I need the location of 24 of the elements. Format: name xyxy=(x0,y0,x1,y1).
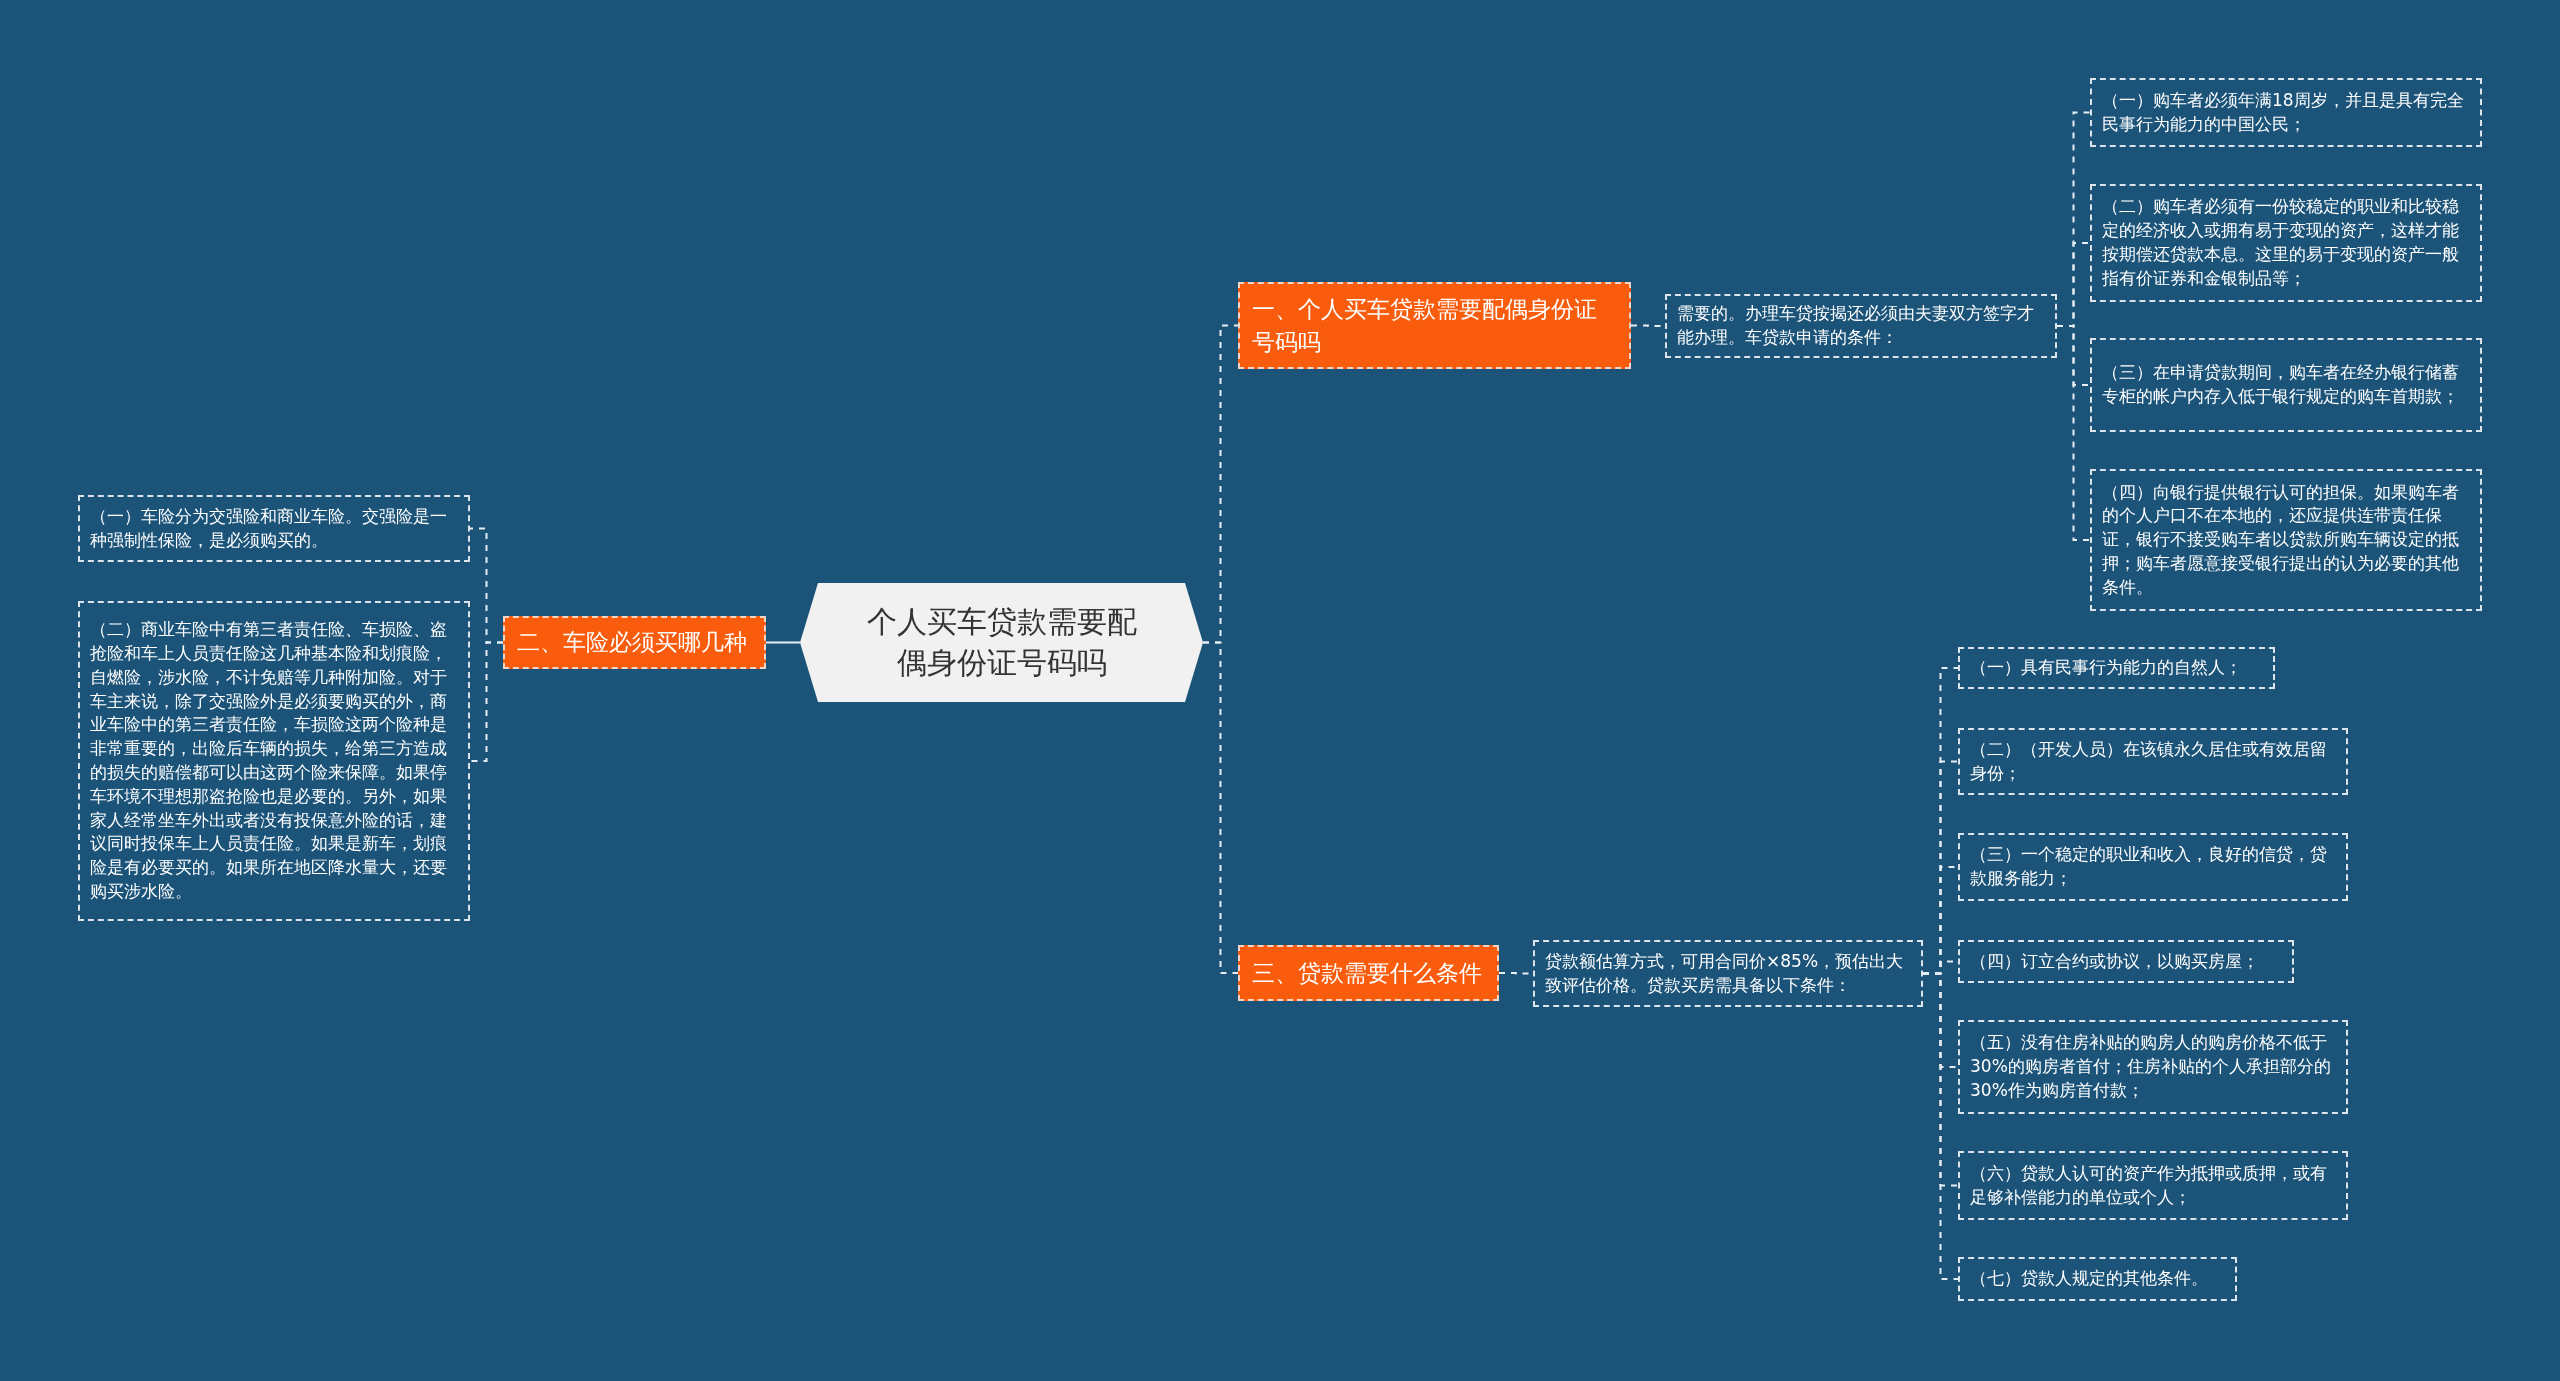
note-box: （二）（开发人员）在该镇永久居住或有效居留身份； xyxy=(1958,728,2348,795)
topic-hexagon: 个人买车贷款需要配偶身份证号码吗 xyxy=(800,583,1203,702)
note-box: 需要的。办理车贷按揭还必须由夫妻双方签字才能办理。车贷款申请的条件： xyxy=(1665,294,2057,358)
connector-line xyxy=(2056,325,2091,541)
note-box: （三）在申请贷款期间，购车者在经办银行储蓄专柜的帐户内存入低于银行规定的购车首期款； xyxy=(2090,338,2482,432)
note-box: （四）向银行提供银行认可的担保。如果购车者的个人户口不在本地的，还应提供连带责任保证，银行不接受购车者以贷款所购车辆设定的抵押；购车者愿意接受银行提出的认为必要的其他条件。 xyxy=(2090,469,2482,611)
note-box: （一）购车者必须年满18周岁，并且是具有完全民事行为能力的中国公民； xyxy=(2090,78,2482,147)
connector-line xyxy=(765,641,801,644)
branch-box: 三、贷款需要什么条件 xyxy=(1238,945,1499,1001)
note-box: （一）车险分为交强险和商业车险。交强险是一种强制性保险，是必须购买的。 xyxy=(78,495,470,562)
note-box: 贷款额估算方式，可用合同价×85%，预估出大致评估价格。贷款买房需具备以下条件： xyxy=(1533,940,1923,1007)
connector-line xyxy=(1202,641,1239,974)
note-box: （三）一个稳定的职业和收入，良好的信贷，贷款服务能力； xyxy=(1958,833,2348,901)
note-box: （七）贷款人规定的其他条件。 xyxy=(1958,1257,2237,1301)
note-box: （六）贷款人认可的资产作为抵押或质押，或有足够补偿能力的单位或个人； xyxy=(1958,1151,2348,1220)
note-box: （一）具有民事行为能力的自然人； xyxy=(1958,647,2275,689)
note-box: （二）商业车险中有第三者责任险、车损险、盗抢险和车上人员责任险这几种基本险和划痕险，自燃险，涉水险，不计免赔等几种附加险。对于车主来说，除了交强险外是必须要购买的外，商业车险中的第三者责任险，车损险这两个险种是非常重要的，出险后车辆的损失，给第三方造成的损失的赔偿都可以由这两个险来保障。如果停车环境不理想那盗抢险也是必要的。另外，如果家人经常坐车外出或者没有投保意外险的话，建议同时投保车上人员责任险。如果是新车，划痕险是有必要买的。如果所在地区降水量大，还要购买涉水险。 xyxy=(78,601,470,921)
branch-box: 二、车险必须买哪几种 xyxy=(503,616,766,669)
note-box: （二）购车者必须有一份较稳定的职业和比较稳定的经济收入或拥有易于变现的资产，这样才能按期偿还贷款本息。这里的易于变现的资产一般指有价证券和金银制品等； xyxy=(2090,184,2482,302)
branch-box: 一、个人买车贷款需要配偶身份证号码吗 xyxy=(1238,282,1631,369)
connector-line xyxy=(1922,972,1959,1280)
note-box: （四）订立合约或协议，以购买房屋； xyxy=(1958,940,2294,983)
connector-line xyxy=(469,641,504,762)
note-box: （五）没有住房补贴的购房人的购房价格不低于30%的购房者首付；住房补贴的个人承担部分的30%作为购房首付款； xyxy=(1958,1020,2348,1114)
